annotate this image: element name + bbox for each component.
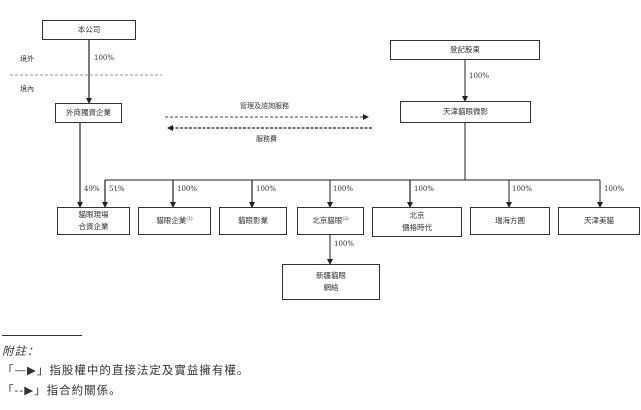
edge-label-beijing-xinjiang: 100%: [334, 240, 355, 248]
node-company: 本公司: [42, 20, 136, 40]
footnote-ref-2: (2): [342, 217, 349, 222]
node-jv-line1: 貓眼現場: [78, 210, 109, 219]
node-beijing-gege-line2: 價格時代: [402, 223, 432, 232]
footnote-ref-1: (1): [186, 217, 193, 222]
node-tianjin-meimao: 天津美貓: [558, 207, 640, 235]
node-tianjin-maoyan-weiying-label: 天津貓眼微影: [443, 107, 488, 116]
node-registered-shareholders-label: 登記股東: [450, 45, 480, 54]
node-ruihai-fangyuan-label: 瑞海方圓: [495, 216, 525, 225]
node-wfoe: 外商獨資企業: [55, 103, 122, 123]
node-jv-line2: 合資企業: [78, 222, 109, 231]
node-maoyan-qiye: 貓眼企業(1): [138, 207, 211, 235]
node-tianjin-meimao-label: 天津美貓: [584, 216, 614, 225]
cut-off-text-line: [0, 405, 641, 410]
edge-label-maoyan-yingye: 100%: [256, 185, 277, 193]
node-beijing-maoyan: 北京貓眼(2): [297, 207, 364, 235]
region-onshore-label: 境內: [20, 85, 34, 93]
node-xinjiang-maoyan-wangluo: 新疆貓眼 網絡: [282, 264, 380, 300]
note-dashed-arrow: 「--▶」指合約關係。: [2, 383, 122, 397]
node-maoyan-yingye-label: 貓眼影業: [238, 216, 268, 225]
node-xinjiang-line2: 網絡: [323, 283, 339, 292]
edge-label-maoyan-qiye: 100%: [177, 185, 198, 193]
edge-label-weiying-jv: 51%: [109, 185, 125, 193]
node-wfoe-label: 外商獨資企業: [66, 108, 111, 117]
node-beijing-gege-line1: 北京: [409, 211, 425, 220]
node-xinjiang-line1: 新疆貓眼: [316, 271, 346, 280]
edge-label-beijing-gege: 100%: [414, 185, 435, 193]
node-beijing-gege-shidai: 北京 價格時代: [372, 207, 462, 237]
node-registered-shareholders: 登記股東: [390, 40, 540, 60]
node-ruihai-fangyuan: 瑞海方圓: [470, 207, 550, 235]
node-company-label: 本公司: [77, 25, 101, 34]
edge-label-company-wfoe: 100%: [94, 54, 115, 62]
node-beijing-maoyan-label: 北京貓眼: [312, 216, 343, 225]
edge-label-wfoe-jv: 49%: [84, 185, 100, 193]
node-maoyan-qiye-label: 貓眼企業: [156, 216, 187, 225]
edge-label-meimao: 100%: [604, 185, 625, 193]
notes-divider: [2, 335, 82, 336]
node-tianjin-maoyan-weiying: 天津貓眼微影: [400, 101, 531, 123]
node-maoyan-yingye: 貓眼影業: [219, 207, 287, 235]
edge-label-ruihai: 100%: [512, 185, 533, 193]
region-offshore-label: 境外: [20, 55, 34, 63]
contract-fee-label: 服務費: [256, 135, 277, 143]
note-solid-arrow: 「—▶」指股權中的直接法定及實益擁有權。: [2, 363, 250, 377]
edge-label-beijing-maoyan: 100%: [333, 185, 354, 193]
node-maoyan-xianchang-jv: 貓眼現場 合資企業: [57, 207, 130, 235]
edge-label-shareholders-weiying: 100%: [469, 72, 490, 80]
contract-services-label: 管理及諮詢服務: [240, 102, 289, 110]
notes-title: 附註：: [2, 344, 40, 358]
